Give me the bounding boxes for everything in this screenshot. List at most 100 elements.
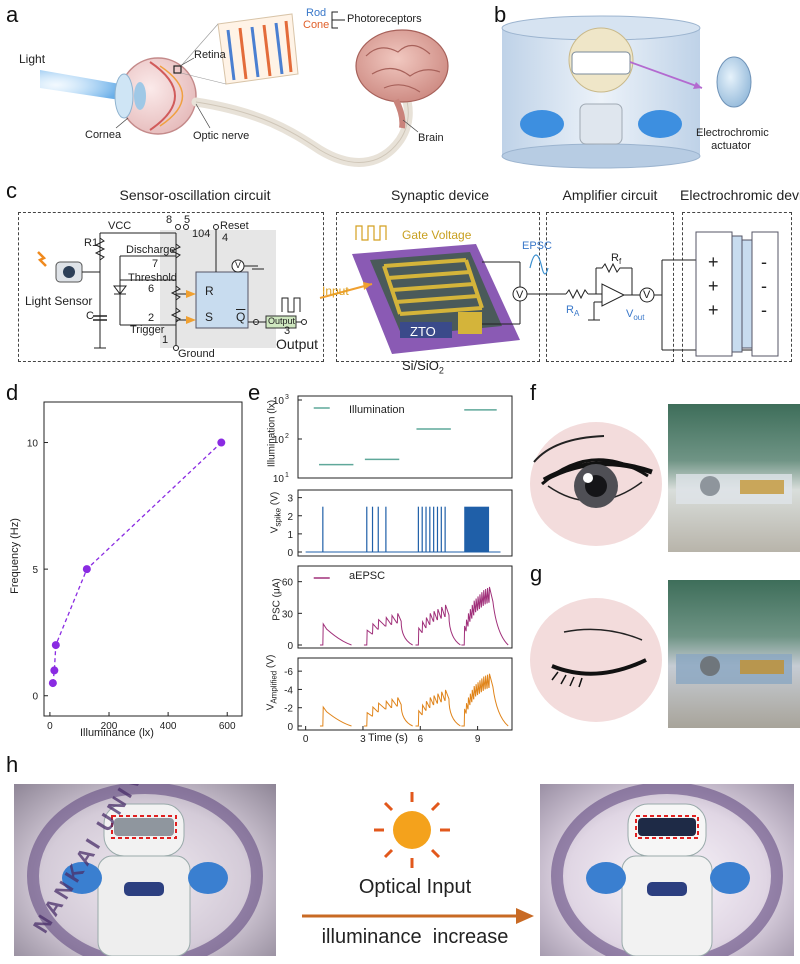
title-synaptic-device: Synaptic device <box>390 187 490 203</box>
title-sensor-oscillation: Sensor-oscillation circuit <box>119 187 271 203</box>
chart-e-ytick-label-3: -2 <box>284 704 293 715</box>
photoreceptors-label: Photoreceptors <box>347 13 422 25</box>
amplified-trace <box>363 697 413 727</box>
chart-d-point <box>217 438 226 447</box>
cornea <box>114 73 134 119</box>
pin7-label: 7 <box>152 258 159 270</box>
robot-left-shoulder <box>520 110 564 138</box>
photo-device-clear <box>668 404 800 552</box>
chart-e-ytick-exp-0: 3 <box>285 394 289 401</box>
panel-g <box>524 580 800 740</box>
trigger-label: Trigger <box>130 324 165 336</box>
vout-label: Vout <box>626 308 645 323</box>
pin3-label: 3 <box>284 325 291 337</box>
amplified-trace <box>319 705 352 727</box>
chart-e-xtick-label: 9 <box>475 734 481 745</box>
chart-d-ytick-label: 0 <box>32 692 38 703</box>
spike-burst <box>464 506 490 552</box>
r-pin-label: R <box>205 284 214 298</box>
panel-b: Electrochromic actuator <box>490 0 800 175</box>
sun-icon <box>374 792 450 868</box>
box-synaptic-device <box>336 212 540 362</box>
panel-label-d: d <box>6 380 19 405</box>
panel-label-g: g <box>530 561 543 586</box>
q-pin-label: Q <box>236 310 246 324</box>
chart-d-xtick-label: 0 <box>47 721 53 732</box>
pin4-label: 4 <box>222 232 229 244</box>
box-electrochromic-device <box>682 212 792 362</box>
output-label: Output <box>276 336 319 352</box>
photo-robot-before: NANKAI UNIVERSITY <box>14 784 276 956</box>
chart-d-point <box>82 565 91 574</box>
ec-minus-3: - <box>761 300 767 320</box>
zto-layer <box>400 322 452 338</box>
substrate-label: Si/SiO2 <box>402 358 444 376</box>
brain <box>355 29 449 103</box>
epsc-pulse <box>529 254 549 275</box>
s-pin-label: S <box>205 310 214 324</box>
legend-illumination: Illumination <box>349 404 405 416</box>
cone-label: Cone <box>303 19 330 31</box>
panel-a: Light Retina Rod Cone Photoreceptors Cor… <box>0 0 490 175</box>
optical-input-diagram <box>302 792 534 924</box>
meter-v-label: V <box>516 289 524 301</box>
light-sensor-label: Light Sensor <box>25 294 93 308</box>
vcc-label: VCC <box>108 220 132 232</box>
illuminance-increase-label: illuminance increase <box>321 926 509 948</box>
chart-e-xtick-label: 6 <box>418 734 424 745</box>
title-amplifier-circuit: Amplifier circuit <box>562 187 658 203</box>
chart-d-xlabel: Illuminance (lx) <box>80 727 154 739</box>
chart-e-ytick-label-2: 0 <box>287 641 293 652</box>
ec-electrode-minus <box>751 231 779 357</box>
lens <box>134 82 146 110</box>
epsc-label: EPSC <box>522 240 552 252</box>
gate-voltage-label: Gate Voltage <box>402 228 472 242</box>
panel-label-e: e <box>248 380 261 405</box>
light-bolt-icon <box>37 251 47 267</box>
panel-label-f: f <box>530 380 537 405</box>
vout-meter-v-label: V <box>643 289 651 301</box>
panel-h: NANKAI UNIVERSITY <box>0 770 800 964</box>
psc-trace <box>319 622 352 646</box>
actuator-label-line2: actuator <box>711 140 751 152</box>
chart-e-xtick-label: 3 <box>360 734 366 745</box>
amplified-trace <box>415 689 461 727</box>
chart-e-ytick-label-1: 3 <box>287 494 293 505</box>
ylabel-vspike: Vspike (V) <box>269 491 283 534</box>
robot-head-illustration <box>501 15 752 169</box>
ground-label: Ground <box>178 348 215 360</box>
chart-d-xtick-label: 400 <box>160 721 177 732</box>
ec-plus-1: + <box>708 252 719 272</box>
optical-input-label: Optical Input <box>358 876 472 898</box>
panel-c: Sensor-oscillation circuit Synaptic devi… <box>0 180 800 376</box>
pin5-label: 5 <box>184 214 191 226</box>
circuit-schematic <box>37 224 779 357</box>
eye-skin-g <box>530 598 662 722</box>
chart-d-ytick-label: 5 <box>32 565 38 576</box>
cap104-label: 104 <box>192 228 211 240</box>
photo-robot-after <box>540 784 794 956</box>
chart-d-series-line <box>52 442 222 684</box>
chart-e-ytick-label-3: -4 <box>284 685 293 696</box>
brain-label: Brain <box>418 132 444 144</box>
chart-e-ytick-label-2: 30 <box>282 609 294 620</box>
chart-e-ytick-label-2: 60 <box>282 578 294 589</box>
chart-e-ytick-label-0: 10 <box>273 396 285 407</box>
pin8-label: 8 <box>166 214 173 226</box>
chart-e-ytick-label-3: 0 <box>287 722 293 733</box>
chart-e-ytick-exp-0: 1 <box>285 472 289 479</box>
panel-label-a: a <box>6 2 19 27</box>
panel-label-c: c <box>6 178 17 203</box>
rf-label: Rf <box>611 252 622 267</box>
psc-trace <box>461 586 509 646</box>
chart-e-ytick-label-1: 1 <box>287 530 293 541</box>
ylabel-vamplified: VAmplified (V) <box>265 654 279 711</box>
actuator-label-line1: Electrochromic <box>696 127 769 139</box>
chart-e-ytick-label-1: 2 <box>287 512 293 523</box>
chart-e-ytick-label-1: 0 <box>287 548 293 559</box>
light-label: Light <box>19 52 46 66</box>
pin1-label: 1 <box>162 334 169 346</box>
